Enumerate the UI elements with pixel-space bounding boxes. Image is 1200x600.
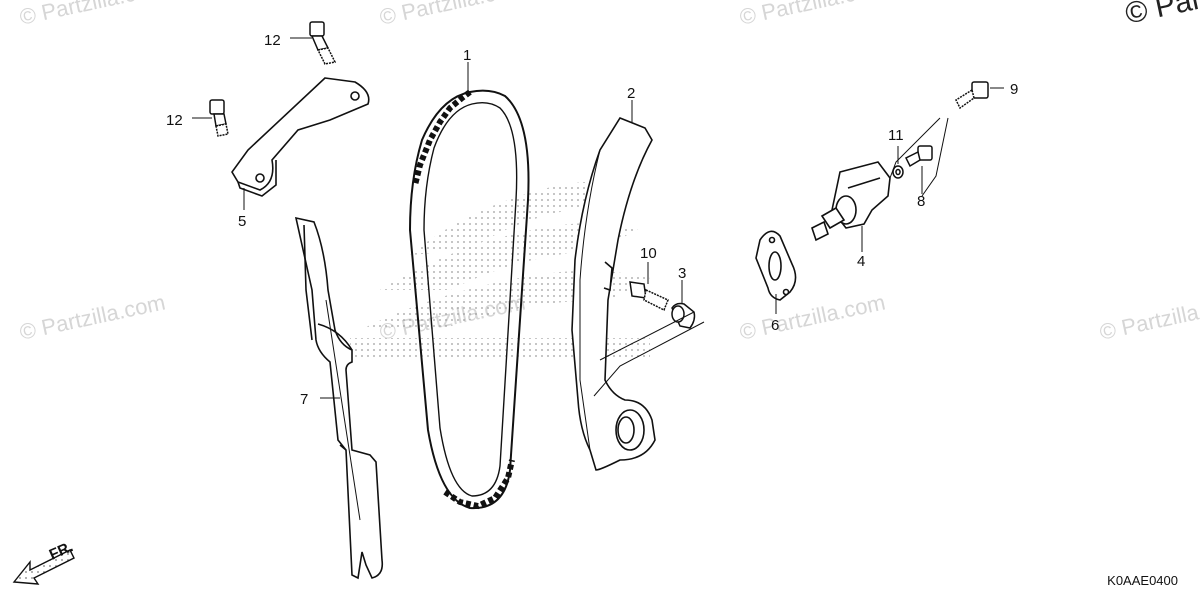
part-4-tensioner-lifter (811, 161, 891, 242)
part-8-bolt (904, 145, 933, 168)
part-3-collar (671, 302, 696, 329)
leader-lines (192, 37, 1004, 399)
front-arrow: FR. (12, 538, 76, 585)
callout-2: 2 (627, 85, 635, 102)
callout-4: 4 (857, 253, 865, 270)
callout-12: 12 (166, 112, 183, 129)
part-1-cam-chain (408, 89, 530, 510)
bolt-12-left (209, 99, 229, 137)
part-2-tensioner-arm (571, 117, 656, 471)
part-11-washer (892, 165, 904, 179)
callout-3: 3 (678, 265, 686, 282)
bolt-12-top (309, 21, 337, 65)
part-6-gasket (755, 230, 797, 301)
callout-8: 8 (917, 193, 925, 210)
callout-9: 9 (1010, 81, 1018, 98)
callout-7: 7 (300, 391, 308, 408)
callout-10: 10 (640, 245, 657, 262)
diagram-code: K0AAE0400 (1107, 573, 1178, 588)
callout-11: 11 (888, 127, 904, 144)
callout-1: 1 (463, 47, 471, 64)
part-10-bolt (629, 281, 669, 312)
callouts: 12 12 5 1 2 10 3 7 6 4 8 11 9 (166, 32, 1018, 408)
part-9-bolt (955, 81, 989, 110)
callout-6: 6 (771, 317, 779, 334)
callout-12: 12 (264, 32, 281, 49)
callout-5: 5 (238, 213, 246, 230)
part-5-plate (231, 77, 370, 197)
